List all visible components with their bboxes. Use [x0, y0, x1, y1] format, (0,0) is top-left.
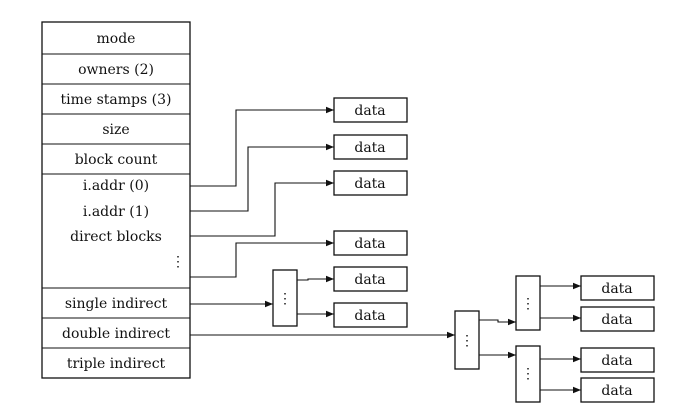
data-block: [580, 347, 655, 373]
pointer-direct-n: [190, 239, 334, 278]
data-label: data: [354, 236, 385, 252]
data-block: [333, 134, 408, 160]
data-label: data: [354, 103, 385, 119]
data-label: data: [601, 383, 632, 399]
pointer-iaddr-0: [190, 106, 334, 187]
data-block: [580, 275, 655, 301]
data-label: data: [354, 140, 385, 156]
field-direct-blocks: direct blocks: [70, 229, 162, 245]
indirect-block-level-2: [515, 275, 541, 331]
indirect-ellipsis: ⋮: [278, 291, 292, 307]
indirect-block: [272, 269, 298, 327]
field-iaddr-1: i.addr (1): [83, 204, 149, 220]
data-block: [333, 302, 408, 328]
direct-pointers: [190, 106, 334, 278]
indirect-block-level-1: [454, 310, 480, 370]
field-time-stamps: time stamps (3): [61, 92, 172, 108]
data-label: data: [601, 312, 632, 328]
data-block: [580, 377, 655, 403]
data-label: data: [601, 353, 632, 369]
data-label: data: [354, 272, 385, 288]
data-block: [333, 266, 408, 292]
data-block: [333, 230, 408, 256]
field-owners: owners (2): [78, 62, 154, 78]
pointer-iaddr-1: [190, 143, 334, 212]
indirect-ellipsis: ⋮: [521, 296, 535, 312]
data-block: [333, 170, 408, 196]
indirect-ellipsis: ⋮: [521, 366, 535, 382]
inode-table: mode owners (2) time stamps (3) size blo…: [41, 21, 191, 379]
data-block: [580, 306, 655, 332]
field-mode: mode: [97, 31, 136, 47]
field-block-count: block count: [75, 152, 158, 168]
field-iaddr-0: i.addr (0): [83, 178, 149, 194]
data-label: data: [354, 176, 385, 192]
inode-outline: [41, 21, 191, 379]
data-label: data: [354, 308, 385, 324]
pointer-indirect-entry: [297, 275, 334, 283]
direct-ellipsis: ⋮: [171, 254, 185, 270]
data-block: [333, 97, 408, 123]
indirect-block-level-2: [515, 345, 541, 403]
field-double-indirect: double indirect: [62, 326, 170, 342]
indirect-ellipsis: ⋮: [460, 333, 474, 349]
double-indirect-tree: ⋮ ⋮ ⋮ data data data data: [190, 275, 655, 403]
data-label: data: [601, 281, 632, 297]
field-size: size: [102, 122, 129, 138]
pointer-direct-2: [190, 179, 334, 237]
direct-data-blocks: data data data data: [333, 97, 408, 256]
field-triple-indirect: triple indirect: [67, 356, 166, 372]
single-indirect-tree: ⋮ data data: [190, 266, 408, 328]
pointer-level-1-entry: [479, 318, 516, 326]
field-single-indirect: single indirect: [65, 296, 168, 312]
